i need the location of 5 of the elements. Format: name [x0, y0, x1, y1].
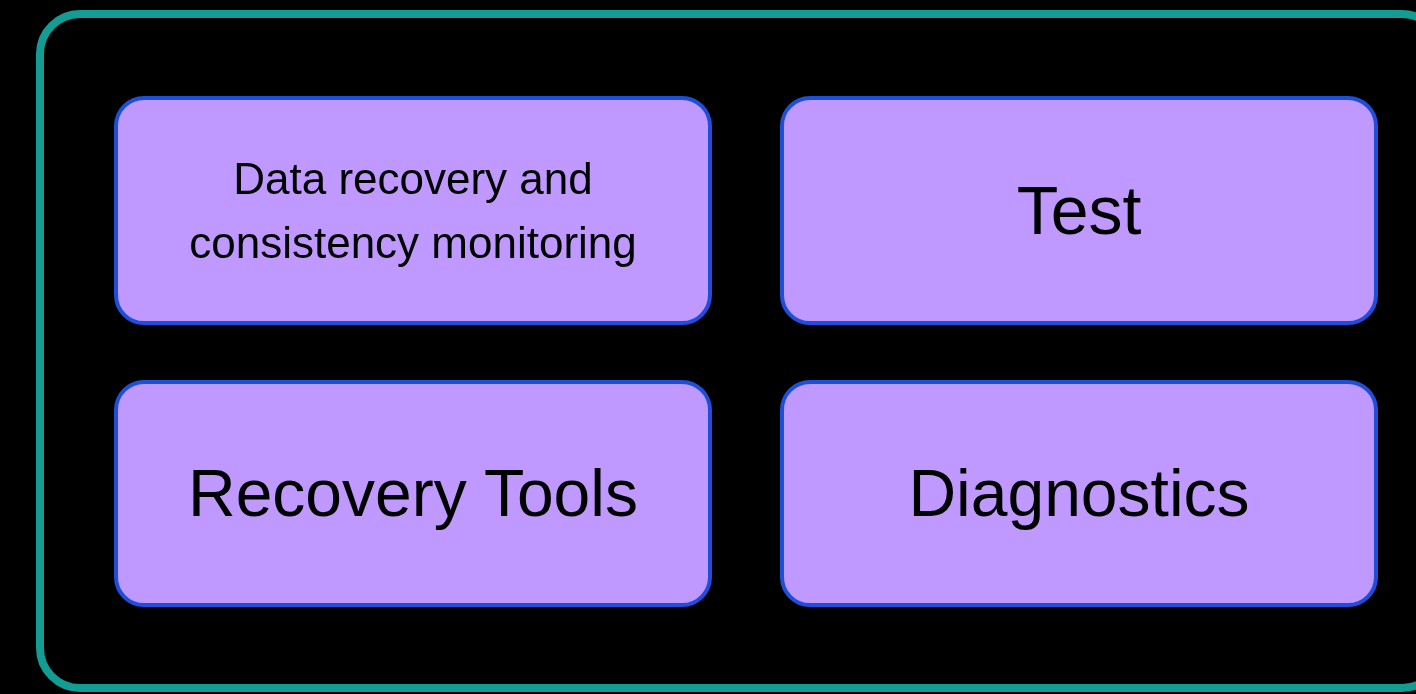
process-box: Data recovery and consistency monitoring — [114, 96, 712, 325]
process-box: Diagnostics — [780, 380, 1378, 607]
process-box: Test — [780, 96, 1378, 325]
group-frame — [36, 10, 1416, 692]
process-box: Recovery Tools — [114, 380, 712, 607]
